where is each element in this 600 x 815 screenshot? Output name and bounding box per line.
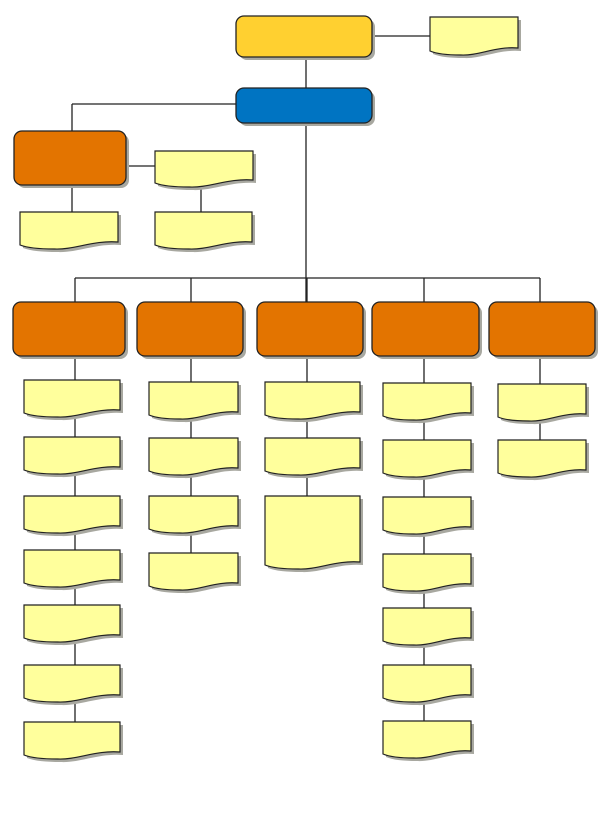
left-department-side-document (154, 150, 254, 188)
department-1-document (23, 604, 121, 643)
root-box (235, 15, 373, 58)
manager-box (235, 87, 373, 124)
department-2-document (148, 552, 239, 591)
left-department-child-document (19, 211, 119, 250)
department-4-document (382, 439, 472, 478)
department-3-document (264, 381, 361, 420)
department-1-document (23, 379, 121, 418)
department-2-document (148, 381, 239, 420)
department-5-document (497, 439, 587, 478)
department-1-document (23, 495, 121, 534)
department-4-document (382, 720, 472, 759)
department-4-document (382, 553, 472, 592)
department-2-document (148, 495, 239, 534)
department-4-document (382, 607, 472, 646)
department-1-document (23, 549, 121, 588)
department-box-4 (371, 301, 480, 357)
department-box-1 (12, 301, 126, 357)
root-note-document (429, 16, 519, 56)
department-3-document (264, 437, 361, 476)
department-1-document (23, 721, 121, 760)
department-3-document (264, 495, 361, 570)
department-box-5 (488, 301, 596, 357)
department-5-document (497, 383, 587, 422)
department-box-2 (136, 301, 244, 357)
left-department-box (13, 130, 127, 186)
department-box-3 (256, 301, 364, 357)
department-1-document (23, 436, 121, 475)
department-4-document (382, 382, 472, 421)
side-document-child-document (154, 211, 253, 250)
department-1-document (23, 664, 121, 703)
department-4-document (382, 496, 472, 535)
department-2-document (148, 437, 239, 476)
department-4-document (382, 664, 472, 703)
